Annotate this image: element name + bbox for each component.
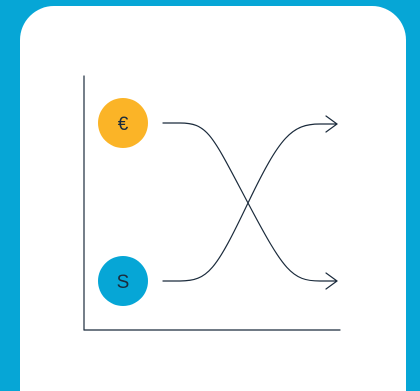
dollar-coin-icon: S (98, 256, 148, 306)
flow-bottom-to-top (162, 123, 338, 282)
arrow-head-bottom (325, 272, 338, 290)
arrow-head-top (325, 115, 338, 133)
euro-symbol: € (118, 114, 129, 135)
dollar-symbol: S (117, 272, 130, 293)
euro-coin-icon: € (98, 98, 148, 148)
flow-top-to-bottom (162, 122, 338, 282)
